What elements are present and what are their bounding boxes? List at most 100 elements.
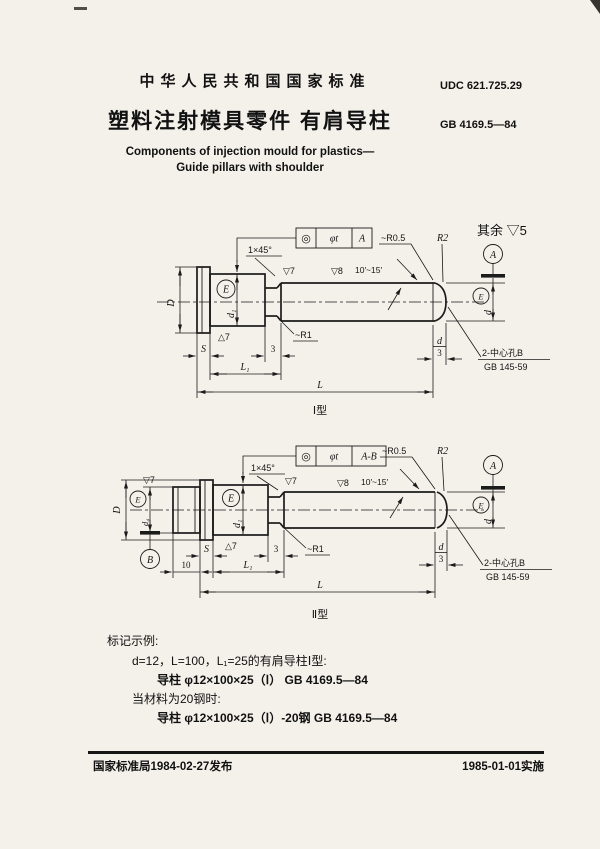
tolerance-frame: ◎ φt A-B: [240, 445, 387, 483]
dimension-L: L: [197, 380, 433, 395]
chamfer-note: 1×45°: [248, 245, 272, 255]
concentricity-icon: ◎: [301, 233, 311, 245]
example-line-2: 导柱 φ12×100×25（Ⅰ） GB 4169.5—84: [157, 673, 368, 687]
drawing-type-1: D E d₁ ◎ φt A 1×45° ▽7 △7 ▽8 10′~1: [157, 227, 550, 417]
center-hole-text: 2-中心孔B: [484, 557, 525, 568]
dimension-3: 3: [251, 323, 295, 380]
finish-mark-7: ▽7: [283, 266, 295, 276]
finish-mark-7: ▽7: [285, 476, 297, 486]
example-line-3: 当材料为20钢时:: [132, 692, 221, 706]
datum-circle-E: E: [227, 494, 234, 505]
frac-numerator: d: [439, 542, 445, 553]
udc-number: UDC 621.725.29: [440, 80, 522, 92]
datum-label-A: A: [489, 250, 497, 261]
dimension-L1: L₁: [213, 560, 284, 575]
dim-label-D: D: [166, 299, 177, 308]
concentricity-icon: ◎: [301, 451, 311, 463]
chamfer-note: 1×45°: [251, 463, 275, 473]
finish-mark-8: ▽8: [337, 478, 349, 488]
dimension-d1: E d₁: [216, 274, 240, 326]
dim-label-L1: L₁: [239, 362, 249, 373]
taper-angle: 10′~15′: [361, 477, 388, 487]
tolerance-value: φt: [330, 234, 339, 245]
dim-label-S: S: [204, 544, 209, 555]
dim-label-d1: d₁: [226, 310, 237, 318]
tolerance-datum: A: [358, 234, 366, 245]
dim-label-L: L: [316, 580, 323, 591]
dimension-d4-datum-B: E d₄ B: [129, 486, 173, 569]
tolerance-datum: A-B: [360, 452, 377, 463]
finish-mark-8: ▽8: [331, 266, 343, 276]
dim-label-d: d: [483, 518, 494, 524]
dimension-D: D: [112, 479, 200, 541]
dim-label-L1: L₁: [242, 560, 252, 571]
radius-r2: R2: [436, 446, 448, 457]
dimension-3: 3: [254, 530, 298, 578]
datum-target-A: A: [481, 244, 505, 278]
dim-label-L: L: [316, 380, 323, 391]
dim-label-d1: d₁: [232, 520, 243, 528]
finish-mark-7-bottom: △7: [218, 332, 230, 342]
center-hole-callout: 2-中心孔B GB 145-59: [448, 514, 552, 582]
dimension-d1: E d₁: [222, 485, 246, 535]
footer-effective-date: 1985-01-01实施: [462, 761, 544, 773]
datum-circle-E: E: [222, 285, 229, 296]
footer-rule: [88, 751, 544, 754]
surface-note-text: 其余: [477, 223, 504, 238]
dim-label-D: D: [112, 506, 123, 515]
dim-label-3: 3: [271, 344, 276, 354]
datum-label-A: A: [489, 461, 497, 472]
dimension-d-right: E d: [447, 489, 505, 529]
dimension-10: 10: [160, 533, 212, 578]
dim-label-3: 3: [274, 544, 279, 554]
dimension-D: D: [166, 266, 197, 334]
radius-r1: ~R1: [295, 330, 312, 340]
surface-finish-symbol: ▽5: [506, 223, 527, 238]
datum-target-A: A: [481, 455, 505, 490]
dim-label-d4: d₄: [140, 519, 150, 526]
drawing-type-2: ▽7 D E d₄ B: [112, 445, 552, 621]
document-title: 塑料注射模具零件 有肩导柱: [108, 110, 392, 133]
tolerance-value: φt: [330, 452, 339, 463]
dimension-L: L: [200, 580, 435, 595]
dim-label-S: S: [201, 344, 206, 355]
type-2-label: Ⅱ型: [312, 607, 328, 621]
footer-issued-date: 国家标准局1984-02-27发布: [93, 761, 233, 773]
title-english-line2: Guide pillars with shoulder: [176, 162, 324, 174]
dimension-d-right: E d: [446, 278, 505, 322]
center-hole-std: GB 145-59: [484, 362, 528, 372]
example-line-4: 导柱 φ12×100×25（Ⅰ）-20钢 GB 4169.5—84: [157, 711, 398, 725]
type-1-label: Ⅰ型: [313, 403, 327, 417]
datum-circle-E-right: E: [477, 501, 484, 511]
frac-denominator: 3: [439, 554, 444, 564]
dimension-d3: d 3: [419, 530, 463, 598]
dimension-S: S: [183, 333, 224, 398]
taper-angle: 10′~15′: [355, 265, 382, 275]
datum-circle-E-right: E: [477, 292, 484, 302]
pillar-outline: [172, 479, 448, 541]
datum-label-B: B: [147, 555, 153, 566]
dimension-S: S: [186, 535, 227, 598]
example-heading: 标记示例:: [107, 634, 159, 648]
tolerance-frame: ◎ φt A: [234, 227, 373, 272]
center-hole-text: 2-中心孔B: [482, 347, 523, 358]
frac-denominator: 3: [437, 348, 442, 358]
radius-r05: ~R0.5: [381, 233, 405, 243]
dim-label-10: 10: [182, 560, 192, 570]
dimension-d3: d 3: [417, 323, 462, 398]
example-line-1: d=12，L=100，L₁=25的有肩导柱Ⅰ型:: [132, 654, 327, 668]
radius-r2: R2: [436, 233, 448, 244]
scan-dash-artifact: [74, 7, 87, 10]
surface-finish-note: 其余 ▽5: [477, 220, 527, 239]
frac-numerator: d: [437, 336, 443, 347]
center-hole-callout: 2-中心孔B GB 145-59: [447, 306, 550, 372]
national-standard-heading: 中华人民共和国国家标准: [139, 73, 371, 90]
radius-r1: ~R1: [307, 544, 324, 554]
radius-r05: ~R0.5: [382, 446, 406, 456]
dim-label-d: d: [483, 309, 494, 315]
standard-number: GB 4169.5—84: [440, 119, 517, 131]
dimension-L1: L₁: [210, 362, 281, 377]
datum-circle-E-left: E: [134, 495, 141, 505]
title-english-line1: Components of injection mould for plasti…: [125, 146, 375, 158]
